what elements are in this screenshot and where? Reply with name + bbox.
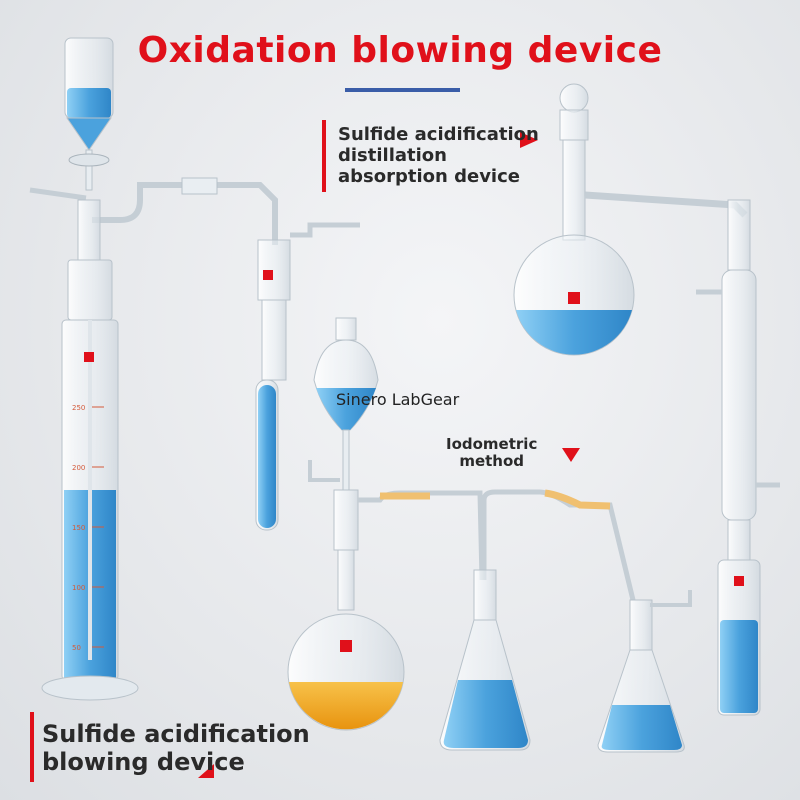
brand-name: Sinero LabGear	[336, 390, 460, 409]
label-line: Sulfide acidification	[42, 720, 310, 748]
label-line: distillation	[338, 145, 447, 167]
dropping-funnel-left	[64, 37, 114, 191]
graduated-cylinder	[41, 199, 139, 701]
pointer-arrow-icon	[520, 132, 538, 148]
cylinder-mark: 200	[72, 464, 85, 472]
label-acidification-blowing: Sulfide acidification blowing device	[42, 720, 310, 777]
cylinder-mark: 100	[72, 584, 85, 592]
label-line: absorption device	[338, 166, 520, 188]
accent-bar	[30, 712, 34, 782]
page-title: Oxidation blowing device	[137, 30, 663, 71]
pointer-arrow-icon	[198, 764, 214, 778]
label-line: method	[459, 452, 525, 471]
erlenmeyer-flask-1	[439, 569, 531, 751]
side-arm-left	[29, 177, 278, 245]
cylinder-mark: 50	[72, 644, 81, 652]
title-underline	[345, 88, 460, 92]
round-flask-orange	[287, 489, 405, 731]
cylinder-mark: 250	[72, 404, 85, 412]
connecting-tubing	[358, 489, 636, 601]
absorption-tube	[255, 222, 360, 531]
label-line: Iodometric	[446, 435, 538, 453]
label-distillation-absorption: Sulfide acidification distillation absor…	[338, 124, 539, 188]
accent-bar	[322, 120, 326, 192]
label-line: blowing device	[42, 748, 245, 777]
erlenmeyer-flask-2	[597, 590, 692, 753]
cylinder-mark: 150	[72, 524, 85, 532]
label-line: Sulfide acidification	[338, 124, 539, 145]
separatory-funnel	[308, 317, 379, 491]
distillation-flask	[513, 83, 748, 356]
label-iodometric: Iodometric method	[446, 435, 538, 471]
pointer-arrow-icon	[562, 448, 580, 462]
condenser	[696, 199, 780, 716]
